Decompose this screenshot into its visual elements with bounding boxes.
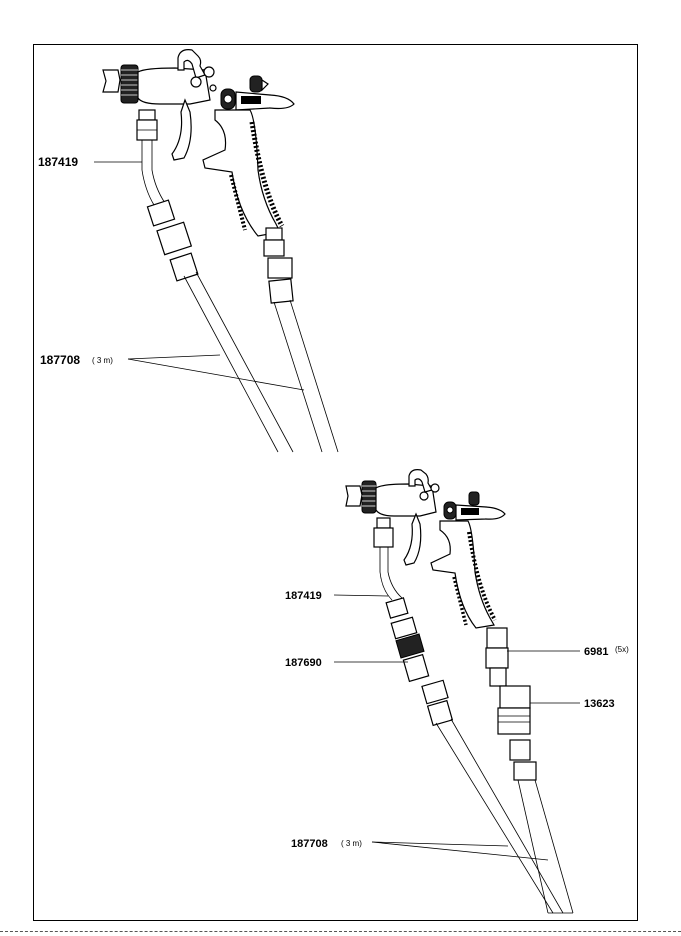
bottom-label-6981: 6981	[584, 646, 608, 658]
bottom-label-length: ( 3 m)	[341, 839, 362, 848]
bottom-assembly: 187419 187690 6981 (5x) 13623 187708 ( 3…	[285, 470, 629, 913]
bottom-label-6981-qty: (5x)	[615, 645, 629, 654]
bottom-label-187690: 187690	[285, 657, 322, 669]
top-leader-187708-b	[128, 359, 304, 390]
top-assembly: 187419 187708 ( 3 m)	[38, 50, 338, 452]
top-spray-gun	[103, 50, 294, 256]
bottom-spray-gun	[346, 470, 505, 628]
bottom-label-13623: 13623	[584, 698, 615, 710]
top-label-187708: 187708	[40, 353, 80, 367]
bottom-label-187419: 187419	[285, 590, 322, 602]
top-leader-187708-a	[128, 355, 220, 359]
top-label-187419: 187419	[38, 155, 78, 169]
bottom-label-187708: 187708	[291, 838, 328, 850]
bottom-leader-187419	[334, 595, 388, 596]
top-label-length: ( 3 m)	[92, 356, 113, 365]
